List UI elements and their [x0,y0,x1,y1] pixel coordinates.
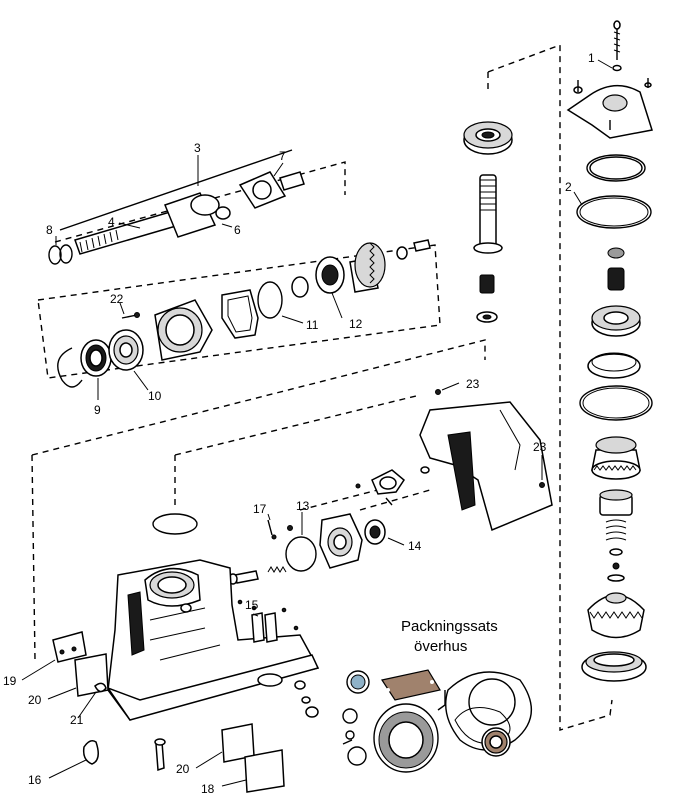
gasket-kit-caption: Packningssats överhus [401,618,498,655]
label-part-21: 21 [70,713,84,727]
label-part-1: 1 [588,51,595,65]
label-part-4: 4 [108,215,115,229]
label-part-13: 13 [296,499,310,513]
label-part-17: 17 [253,502,267,516]
label-part-6: 6 [234,223,241,237]
kit-caption-line1: Packningssats [401,618,498,635]
label-part-3: 3 [194,141,201,155]
label-part-23-right: 23 [533,440,547,454]
label-part-11: 11 [306,318,319,332]
main-housing [106,559,320,721]
label-part-14: 14 [408,539,422,553]
leader-lines [21,59,613,787]
label-part-15: 15 [245,598,259,612]
kit-caption-line2: överhus [414,638,467,655]
label-part-22: 22 [110,292,124,306]
label-part-9: 9 [94,403,101,417]
part-number-labels: 1 2 3 4 6 7 8 9 10 11 12 13 14 15 16 17 … [3,51,595,796]
top-cover-assembly [566,20,653,139]
label-part-19: 19 [3,674,17,688]
anodes-and-plates [52,631,285,793]
label-part-23-top: 23 [466,377,480,391]
assembly-guide-lines [31,43,613,731]
parts-13-14-17 [152,513,386,585]
label-part-8: 8 [46,223,53,237]
label-part-12: 12 [349,317,363,331]
right-column-parts [576,154,653,682]
middle-row-parts [57,239,431,388]
label-part-10: 10 [148,389,162,403]
label-part-18: 18 [201,782,215,796]
label-part-2: 2 [565,180,572,194]
gasket-kit [342,669,533,773]
vertical-shaft-assembly [463,121,513,323]
label-part-7: 7 [279,149,286,163]
upper-housing-cover [355,389,553,532]
label-part-20-lower: 20 [176,762,190,776]
label-part-20-upper: 20 [28,693,42,707]
driveshaft-assembly [48,149,305,265]
label-part-16: 16 [28,773,42,787]
